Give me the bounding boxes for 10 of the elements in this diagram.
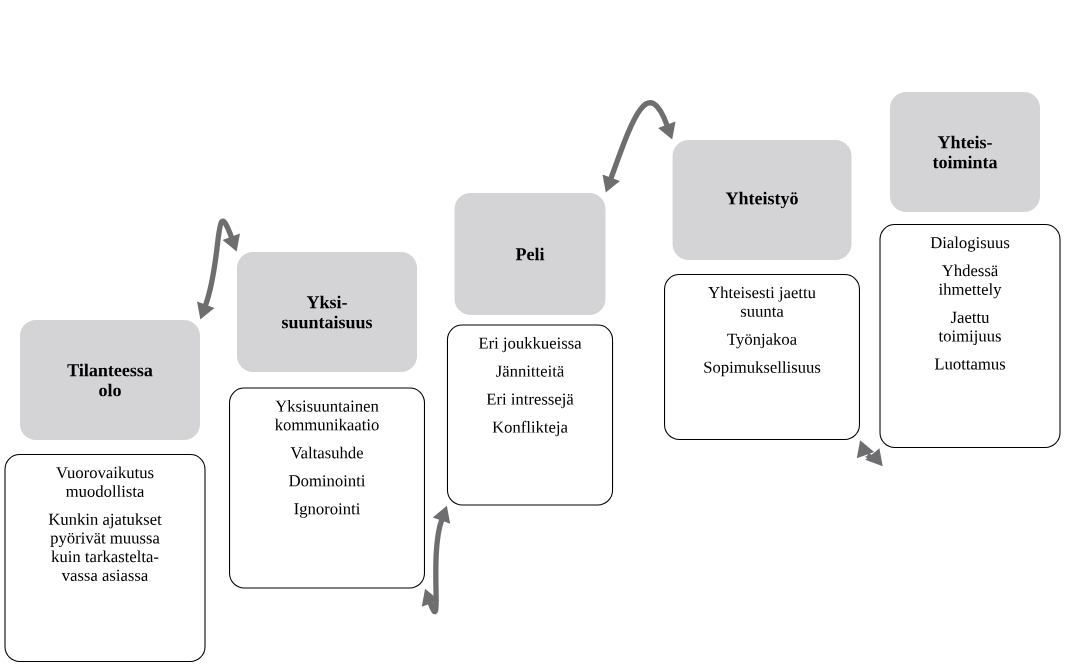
text-box: Dialogisuus Yhdessä ihmettely Jaettu toimijuus Luottamus xyxy=(879,224,1061,448)
heading-box: Yksi- suuntaisuus xyxy=(237,252,417,372)
text-box: Yhteisesti jaettu suunta Työnjakoa Sopimuksellisuus xyxy=(664,273,860,441)
text-box: Eri joukkueissa Jännitteitä Eri intressejä Konflikteja xyxy=(446,324,614,506)
heading-box: Peli xyxy=(454,193,606,315)
heading-box: Tilanteessa olo xyxy=(20,320,200,440)
heading-box: Yhteistyö xyxy=(672,140,852,260)
text-box: Yksisuuntainen kommunikaatio Valtasuhde Dominointi Ignorointi xyxy=(229,387,425,589)
heading-box: Yhteis- toiminta xyxy=(890,92,1040,212)
text-box: Vuorovaikutus muodollista Kunkin ajatukset pyörivät muussa kuin tarkastelta- vassa asiassa xyxy=(4,454,206,662)
